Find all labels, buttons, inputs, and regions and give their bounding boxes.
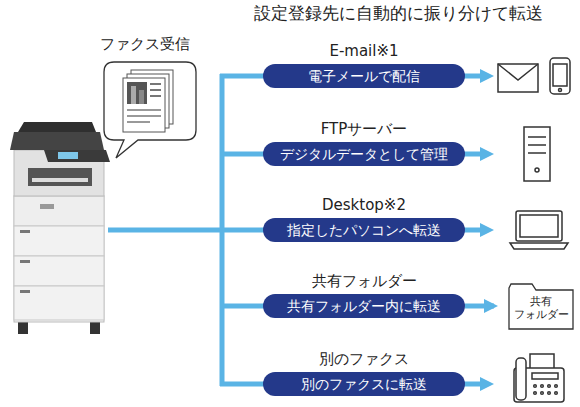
laptop-icon (516, 211, 562, 241)
copier-illustration (44, 150, 110, 162)
fax-document-icon (139, 90, 144, 104)
copier-illustration (40, 204, 54, 209)
node-text: 別のファクスに転送 (263, 372, 465, 396)
node-text: デジタルデータとして管理 (263, 142, 465, 166)
fax-machine-icon (534, 385, 537, 388)
branch-wire (108, 74, 482, 386)
email-icon (498, 64, 538, 80)
node-heading: ファクス受信 (100, 34, 192, 54)
fax-document-icon (127, 82, 147, 104)
fax-machine-icon (555, 385, 558, 388)
copier-illustration (20, 290, 30, 293)
copier-illustration (14, 256, 104, 286)
fax-document-icon (131, 86, 136, 104)
server-icon (528, 144, 546, 146)
destination-label: FTPサーバーデジタルデータとして管理 (263, 142, 465, 166)
node-heading: 共有フォルダー (263, 271, 465, 291)
arrow-head (480, 377, 494, 391)
fax-document-icon (150, 89, 161, 91)
fax-machine-icon (514, 354, 564, 402)
copier-illustration (14, 226, 104, 256)
node-text: 共有フォルダー内に転送 (263, 294, 465, 318)
fax-document-icon (127, 109, 161, 111)
node-heading: E-mail※1 (263, 41, 465, 61)
fax-document-icon (150, 95, 161, 97)
destination-label: Desktop※2指定したパソコンへ転送 (263, 218, 465, 242)
node-heading: FTPサーバー (263, 119, 465, 139)
arrow-head (480, 147, 494, 161)
fax-machine-icon (548, 385, 551, 388)
laptop-icon (510, 243, 568, 249)
copier-illustration (18, 122, 96, 132)
destination-label: 別のファクス別のファクスに転送 (263, 372, 465, 396)
node-heading: 別のファクス (263, 349, 465, 369)
node-heading: Desktop※2 (263, 195, 465, 215)
fax-document-icon (123, 70, 173, 132)
node-text: 指定したパソコンへ転送 (263, 218, 465, 242)
copier-illustration (10, 132, 104, 150)
fax-machine-icon (516, 358, 526, 400)
folder-icon: 共有 フォルダー (508, 282, 574, 330)
speech-bubble: ファクス受信 (104, 62, 196, 140)
bubble-outline (104, 62, 196, 158)
fax-machine-icon (548, 392, 551, 395)
email-icon (550, 58, 570, 94)
arrow-head (480, 69, 494, 391)
server-icon (528, 136, 546, 138)
copier-illustration (28, 168, 92, 186)
server-icon (528, 152, 546, 154)
copier-illustration (14, 196, 104, 322)
flow-arrow (465, 304, 494, 309)
node-text: 電子メールで配信 (263, 64, 465, 88)
arrow-head (480, 223, 494, 237)
email-icon (498, 64, 538, 92)
copier-illustration (32, 178, 88, 182)
fax-document-icon (127, 115, 161, 117)
fax-machine-icon (541, 385, 544, 388)
laptop-icon (520, 215, 558, 237)
fax-machine-icon (555, 392, 558, 395)
destination-label: E-mail※1電子メールで配信 (263, 64, 465, 88)
server-icon (524, 127, 550, 181)
copier-illustration (10, 122, 110, 334)
fax-machine-icon (541, 392, 544, 395)
fax-machine-icon (534, 392, 537, 395)
fax-document-icon (150, 83, 161, 85)
laptop-icon (510, 211, 568, 249)
copier-illustration (20, 260, 30, 263)
server-icon (524, 127, 550, 181)
arrow-head (480, 69, 494, 83)
server-icon (535, 168, 539, 172)
email-icon (553, 64, 567, 86)
fax-machine-icon (532, 373, 558, 379)
email-icon (559, 89, 562, 92)
copier-illustration (14, 196, 104, 226)
copier-illustration (14, 286, 104, 320)
branch-wire (220, 304, 266, 309)
destination-label: 共有フォルダー共有フォルダー内に転送 (263, 294, 465, 318)
copier-illustration (58, 152, 78, 159)
branch-wire (108, 228, 222, 233)
fax-document-icon (127, 121, 150, 123)
copier-illustration (20, 230, 30, 233)
diagram-title: 設定登録先に自動的に振り分けて転送 (220, 2, 576, 24)
node-text: 共有 フォルダー (508, 282, 574, 321)
fax-document-icon (123, 78, 165, 132)
email-icon (498, 58, 570, 94)
bubble-outline (104, 62, 196, 140)
